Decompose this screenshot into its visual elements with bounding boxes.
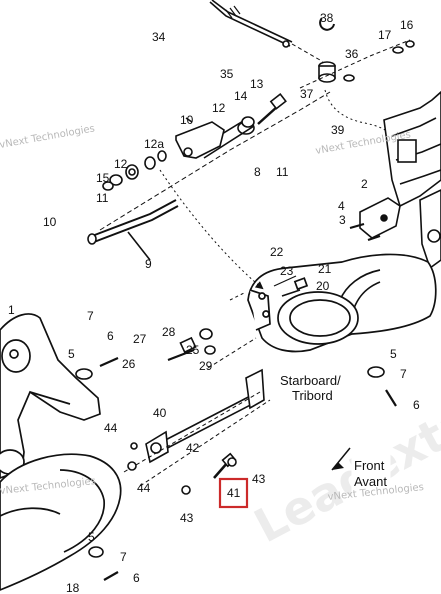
callout-c2: 2 xyxy=(361,177,368,191)
callout-c12a: 12 xyxy=(212,101,226,115)
callout-c5b: 5 xyxy=(390,347,397,361)
callout-c41: 41 xyxy=(227,486,241,500)
callout-c1: 1 xyxy=(8,303,15,317)
callout-c17: 17 xyxy=(378,28,392,42)
callout-c42: 42 xyxy=(186,441,200,455)
callout-c11b: 11 xyxy=(96,191,109,205)
callout-c23: 23 xyxy=(280,264,294,278)
callout-c7a: 7 xyxy=(87,309,94,323)
callout-c7c: 7 xyxy=(120,550,127,564)
callout-c11a: 11 xyxy=(276,165,289,179)
callout-c43b: 43 xyxy=(180,511,194,525)
callout-c35: 35 xyxy=(220,67,234,81)
callout-c20: 20 xyxy=(316,279,330,293)
callout-c7b: 7 xyxy=(400,367,407,381)
callout-c3: 3 xyxy=(339,213,346,227)
svg-text:vNext Technologies: vNext Technologies xyxy=(0,123,96,151)
callout-c34: 34 xyxy=(152,30,166,44)
callout-c39: 39 xyxy=(331,123,345,137)
callout-c15: 15 xyxy=(96,171,110,185)
callout-c44b: 44 xyxy=(137,481,151,495)
callout-c13: 13 xyxy=(250,77,264,91)
callout-c12c: 12 xyxy=(114,157,128,171)
highlight-box-41 xyxy=(218,477,249,509)
mount-bracket xyxy=(349,90,441,270)
avant-label: Avant xyxy=(354,474,387,489)
starboard-label: Starboard/ xyxy=(280,373,341,388)
callout-c25: 25 xyxy=(186,343,200,357)
watermark-large: Leadextreme xyxy=(246,346,441,553)
front-indicator: Front Avant xyxy=(331,447,391,501)
callout-c36: 36 xyxy=(345,47,359,61)
callout-c9: 9 xyxy=(145,257,152,271)
callout-c10b: 10 xyxy=(43,215,57,229)
callout-c40: 40 xyxy=(153,406,167,420)
callout-c12b: 12a xyxy=(144,137,164,151)
callout-c10a: 10 xyxy=(180,113,194,127)
callout-c22: 22 xyxy=(270,245,284,259)
callout-c37: 37 xyxy=(300,87,314,101)
callout-c28: 28 xyxy=(162,325,176,339)
callout-c21: 21 xyxy=(318,262,332,276)
callout-c14: 14 xyxy=(234,89,248,103)
steering-nozzle xyxy=(247,253,437,353)
callout-c29: 29 xyxy=(199,359,213,373)
trim-ring-casting xyxy=(0,313,122,591)
callout-c6c: 6 xyxy=(133,571,140,585)
callout-c27: 27 xyxy=(133,332,147,346)
callout-c5a: 5 xyxy=(68,347,75,361)
front-label: Front xyxy=(354,458,385,473)
callout-c6a: 6 xyxy=(107,329,114,343)
tribord-label: Tribord xyxy=(292,388,333,403)
callout-c43a: 43 xyxy=(252,472,266,486)
callout-c38: 38 xyxy=(320,11,334,25)
callout-c44a: 44 xyxy=(104,421,118,435)
callout-c6b: 6 xyxy=(413,398,420,412)
callout-c16: 16 xyxy=(400,18,414,32)
callout-c18: 18 xyxy=(66,581,80,594)
cable-assembly xyxy=(87,0,415,261)
callout-c8: 8 xyxy=(254,165,261,179)
pivot-rod xyxy=(75,169,397,581)
callout-c4: 4 xyxy=(338,199,345,213)
callout-c5c: 5 xyxy=(88,530,95,544)
callout-c26: 26 xyxy=(122,357,136,371)
